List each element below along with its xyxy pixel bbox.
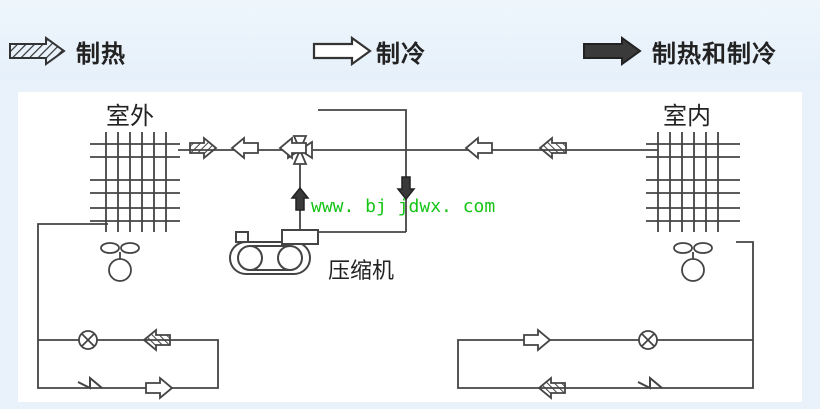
indoor-fan-icon xyxy=(673,242,713,282)
legend-cooling-label: 制冷 xyxy=(376,40,426,68)
expansion-valve-icon xyxy=(78,330,98,350)
heating-arrow-bottom-left xyxy=(143,329,171,351)
hatched-arrow-icon xyxy=(9,36,66,66)
cooling-arrow-left-3 xyxy=(465,137,493,159)
check-valve-icon xyxy=(77,375,103,390)
cycle-schematic: 室外 室内 压缩机 www. bj jdwx. com xyxy=(37,102,754,399)
cooling-arrow-left xyxy=(231,137,259,159)
outdoor-fan-icon xyxy=(100,242,140,282)
cooling-arrow-bottom-right xyxy=(523,329,551,351)
outdoor-coil xyxy=(90,132,180,232)
cooling-arrow-bottom xyxy=(145,377,173,399)
check-valve-icon-right xyxy=(637,375,663,390)
legend-heating-label: 制热 xyxy=(76,40,126,68)
watermark: www. bj jdwx. com xyxy=(311,196,495,217)
both-arrow-up xyxy=(291,187,309,211)
expansion-valve-icon-right xyxy=(638,330,658,350)
heating-arrow-indoor xyxy=(539,137,567,159)
solid-arrow-icon xyxy=(583,36,642,66)
indoor-label: 室内 xyxy=(663,102,711,130)
heating-arrow xyxy=(189,137,217,159)
indoor-coil xyxy=(646,132,740,232)
refrigeration-diagram: 室外 室内 压缩机 www. bj jdwx. com xyxy=(18,92,802,402)
legend-both-label: 制热和制冷 xyxy=(652,40,777,68)
hollow-arrow-icon xyxy=(312,36,372,66)
outdoor-label: 室外 xyxy=(106,102,154,130)
compressor-label: 压缩机 xyxy=(328,259,394,284)
heating-arrow-bottom-right xyxy=(538,377,566,399)
legend: 制热 制冷 制热和制冷 xyxy=(0,0,820,80)
compressor-icon xyxy=(229,229,319,275)
